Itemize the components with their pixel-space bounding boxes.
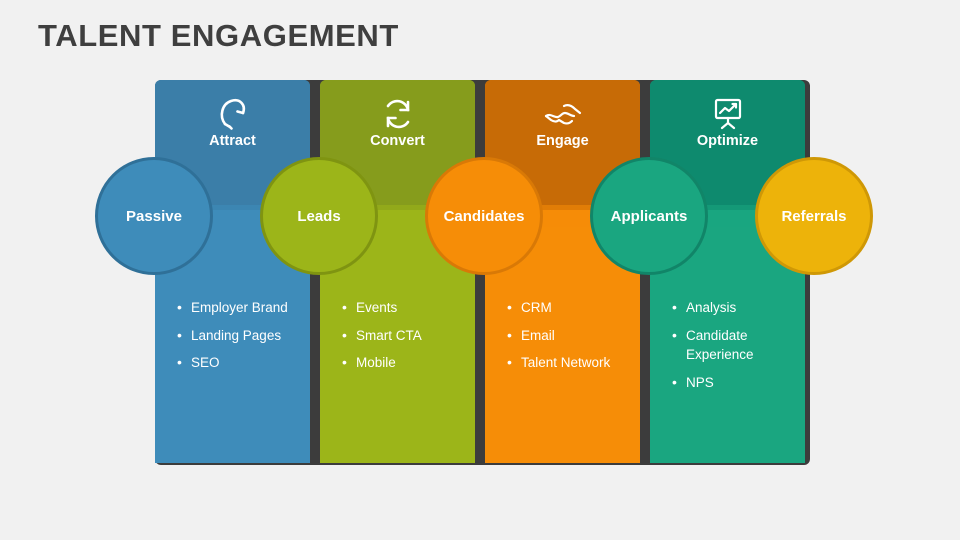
handshake-icon bbox=[540, 94, 586, 134]
node-passive[interactable]: Passive bbox=[95, 157, 213, 275]
list-item: CRM bbox=[505, 297, 640, 318]
stage-label-attract: Attract bbox=[209, 133, 256, 149]
list-item: SEO bbox=[175, 352, 310, 373]
stage-bullets-attract: Employer Brand Landing Pages SEO bbox=[175, 297, 310, 381]
stage-column-optimize[interactable]: Optimize Analysis Candidate Experience N… bbox=[650, 80, 805, 463]
list-item: Analysis bbox=[670, 297, 805, 318]
talent-engagement-diagram: Attract Employer Brand Landing Pages SEO bbox=[95, 80, 873, 465]
list-item: Events bbox=[340, 297, 475, 318]
list-item: Email bbox=[505, 325, 640, 346]
node-label-candidates: Candidates bbox=[443, 207, 525, 225]
chart-board-icon bbox=[705, 94, 751, 134]
node-leads[interactable]: Leads bbox=[260, 157, 378, 275]
stage-column-attract[interactable]: Attract Employer Brand Landing Pages SEO bbox=[155, 80, 310, 463]
stage-column-convert[interactable]: Convert Events Smart CTA Mobile bbox=[320, 80, 475, 463]
page-title: TALENT ENGAGEMENT bbox=[38, 18, 399, 53]
node-candidates[interactable]: Candidates bbox=[425, 157, 543, 275]
node-label-applicants: Applicants bbox=[610, 207, 688, 225]
list-item: Employer Brand bbox=[175, 297, 310, 318]
node-applicants[interactable]: Applicants bbox=[590, 157, 708, 275]
stage-column-engage[interactable]: Engage CRM Email Talent Network bbox=[485, 80, 640, 463]
list-item: Mobile bbox=[340, 352, 475, 373]
refresh-cycle-icon bbox=[375, 94, 421, 134]
stage-label-optimize: Optimize bbox=[696, 133, 759, 149]
node-label-referrals: Referrals bbox=[781, 207, 847, 225]
stage-bullets-convert: Events Smart CTA Mobile bbox=[340, 297, 475, 381]
list-item: Smart CTA bbox=[340, 325, 475, 346]
magnet-icon bbox=[210, 94, 256, 134]
stage-bullets-optimize: Analysis Candidate Experience NPS bbox=[670, 297, 805, 400]
stage-label-engage: Engage bbox=[536, 133, 589, 149]
list-item: Talent Network bbox=[505, 352, 640, 373]
list-item: Candidate Experience bbox=[670, 325, 805, 365]
node-label-leads: Leads bbox=[297, 207, 341, 225]
list-item: Landing Pages bbox=[175, 325, 310, 346]
node-label-passive: Passive bbox=[126, 207, 182, 225]
node-referrals[interactable]: Referrals bbox=[755, 157, 873, 275]
stage-label-convert: Convert bbox=[370, 133, 425, 149]
list-item: NPS bbox=[670, 372, 805, 393]
stage-bullets-engage: CRM Email Talent Network bbox=[505, 297, 640, 381]
